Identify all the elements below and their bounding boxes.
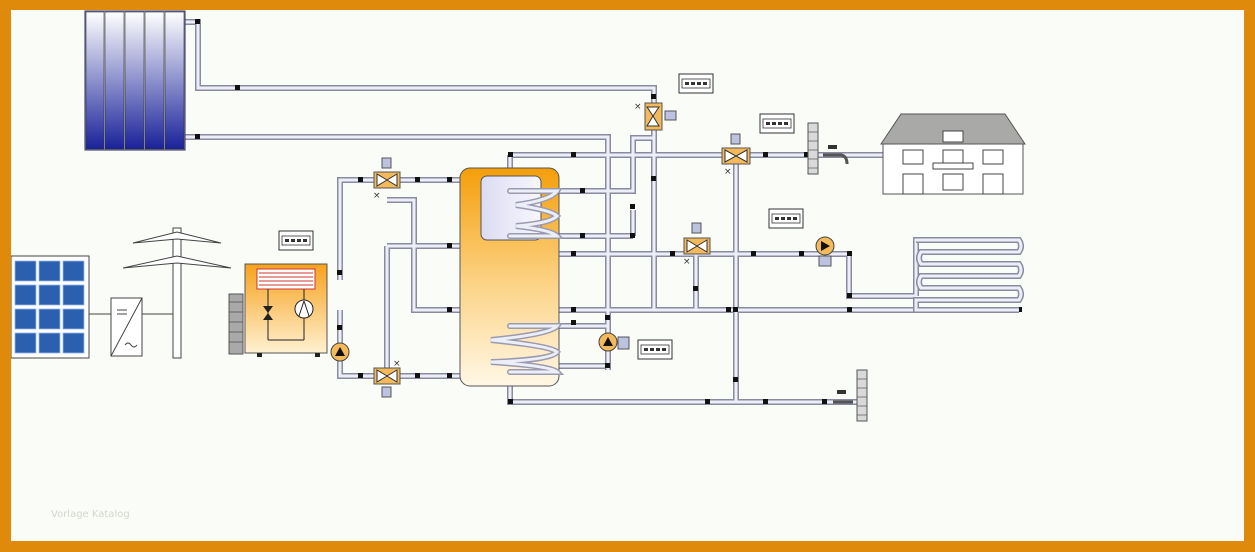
diagram-frame: × × × × × xyxy=(11,10,1244,541)
controller-display-icon xyxy=(637,339,673,360)
svg-text:×: × xyxy=(373,191,381,201)
house-icon xyxy=(880,113,1026,195)
circulation-pump-icon xyxy=(815,236,835,267)
watermark-text: Vorlage Katalog xyxy=(51,509,130,520)
three-way-valve-icon: × xyxy=(373,157,401,201)
svg-text:×: × xyxy=(683,257,691,267)
three-way-valve-icon: × xyxy=(373,359,401,398)
controller-display-icon xyxy=(759,113,795,134)
three-way-valve-icon: × xyxy=(721,133,751,177)
controller-display-icon xyxy=(768,208,804,229)
controller-display-icon xyxy=(678,73,714,94)
photovoltaic-panel-icon xyxy=(11,255,111,359)
solar-thermal-collector-icon xyxy=(84,10,186,151)
tap-icon xyxy=(833,369,868,422)
circulation-pump-icon xyxy=(330,342,350,362)
inverter-icon xyxy=(110,297,173,357)
underfloor-heating-icon xyxy=(913,237,1024,313)
buffer-storage-tank-icon xyxy=(459,167,565,387)
pipe-joints xyxy=(195,19,1022,404)
svg-text:×: × xyxy=(724,167,732,177)
three-way-valve-icon: × xyxy=(634,102,677,131)
heating-system-diagram: × × × × × xyxy=(11,10,1026,422)
svg-text:×: × xyxy=(634,102,642,112)
tap-icon xyxy=(807,122,849,175)
heat-pump-icon xyxy=(228,263,328,357)
power-pylon-icon xyxy=(122,227,232,359)
controller-display-icon xyxy=(278,230,314,251)
circulation-pump-icon xyxy=(598,332,630,352)
svg-text:×: × xyxy=(393,359,401,369)
three-way-valve-icon: × xyxy=(683,222,711,267)
